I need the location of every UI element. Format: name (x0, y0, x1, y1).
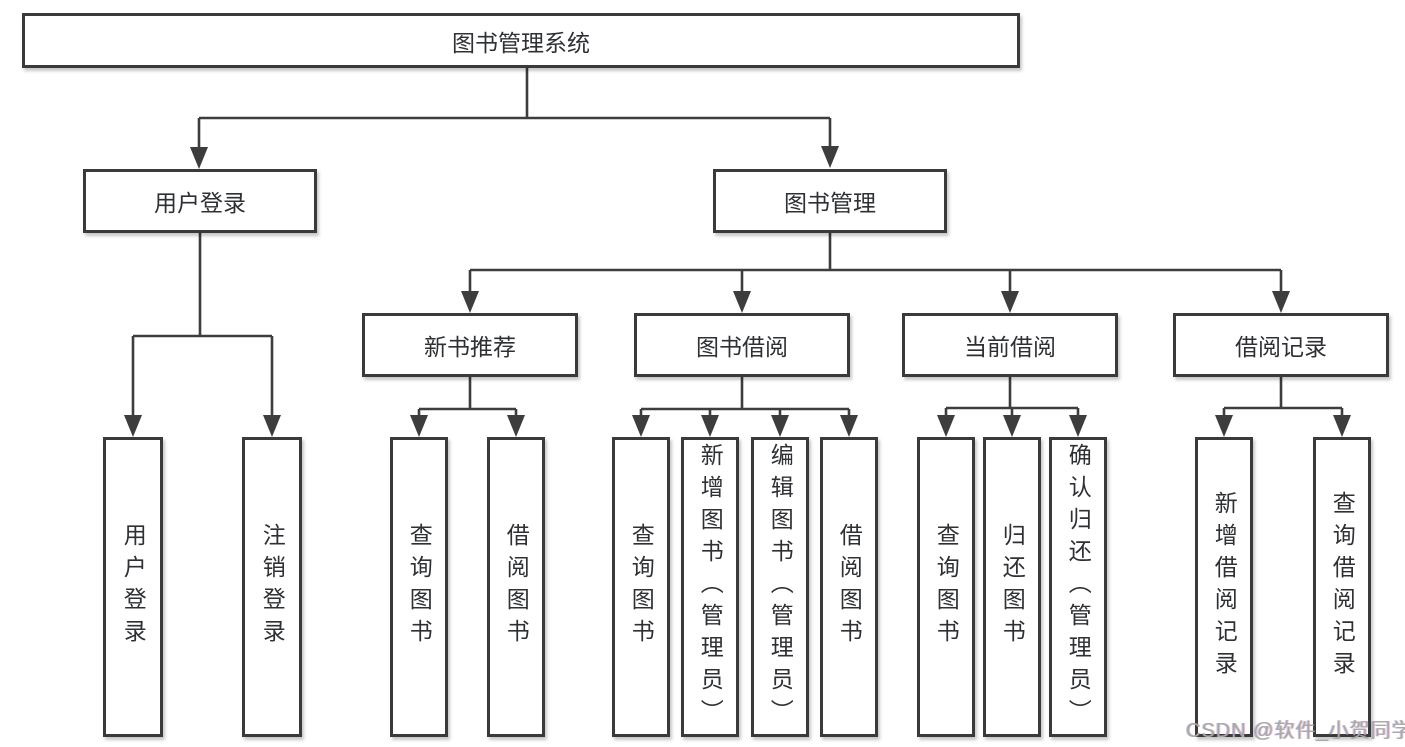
node-borrow-records-label: 借阅记录 (1235, 334, 1327, 360)
node-book-borrow-label: 图书借阅 (696, 334, 788, 360)
leaf-query-book-2-label: 查询图书 (628, 523, 655, 651)
leaf-add-borrow-record-label: 新增借阅记录 (1211, 491, 1238, 683)
leaf-borrow-book-1-label: 借阅图书 (503, 523, 530, 651)
leaf-return-book: 归还图书 (983, 437, 1041, 737)
leaf-add-book-admin-label: 新增图书（管理员） (697, 443, 724, 731)
leaf-borrow-book-2-label: 借阅图书 (836, 523, 863, 651)
leaf-add-book-admin: 新增图书（管理员） (681, 437, 739, 737)
node-user-login: 用户登录 (83, 169, 317, 233)
node-book-management: 图书管理 (713, 169, 947, 233)
node-borrow-records: 借阅记录 (1173, 313, 1389, 377)
node-current-borrow-label: 当前借阅 (964, 334, 1056, 360)
leaf-add-borrow-record: 新增借阅记录 (1195, 437, 1253, 737)
leaf-return-book-label: 归还图书 (999, 523, 1026, 651)
leaf-query-borrow-record: 查询借阅记录 (1313, 437, 1371, 737)
node-user-login-label: 用户登录 (154, 190, 246, 216)
leaf-confirm-return-admin-label: 确认归还（管理员） (1065, 443, 1092, 731)
node-book-borrow: 图书借阅 (634, 313, 850, 377)
leaf-query-book-1: 查询图书 (390, 437, 448, 737)
node-root-label: 图书管理系统 (452, 29, 590, 56)
connector-path (131, 68, 1344, 420)
leaf-borrow-book-2: 借阅图书 (820, 437, 878, 737)
leaf-query-book-1-label: 查询图书 (406, 523, 433, 651)
node-root: 图书管理系统 (22, 13, 1020, 68)
node-new-book-recommend-label: 新书推荐 (424, 334, 516, 360)
arrowheads (124, 146, 1351, 437)
node-new-book-recommend: 新书推荐 (362, 313, 578, 377)
leaf-query-book-3-label: 查询图书 (933, 523, 960, 651)
leaf-user-login-label: 用户登录 (120, 523, 147, 651)
node-current-borrow: 当前借阅 (902, 313, 1118, 377)
csdn-watermark: CSDN @软件_小贺同学 (1186, 720, 1405, 742)
leaf-logout-login-label: 注销登录 (259, 523, 286, 651)
leaf-query-book-2: 查询图书 (612, 437, 670, 737)
node-book-management-label: 图书管理 (784, 190, 876, 216)
leaf-edit-book-admin-label: 编辑图书（管理员） (767, 443, 794, 731)
leaf-query-borrow-record-label: 查询借阅记录 (1329, 491, 1356, 683)
leaf-borrow-book-1: 借阅图书 (487, 437, 545, 737)
leaf-logout-login: 注销登录 (242, 437, 302, 737)
leaf-user-login: 用户登录 (103, 437, 163, 737)
leaf-query-book-3: 查询图书 (917, 437, 975, 737)
leaf-confirm-return-admin: 确认归还（管理员） (1049, 437, 1107, 737)
leaf-edit-book-admin: 编辑图书（管理员） (751, 437, 809, 737)
